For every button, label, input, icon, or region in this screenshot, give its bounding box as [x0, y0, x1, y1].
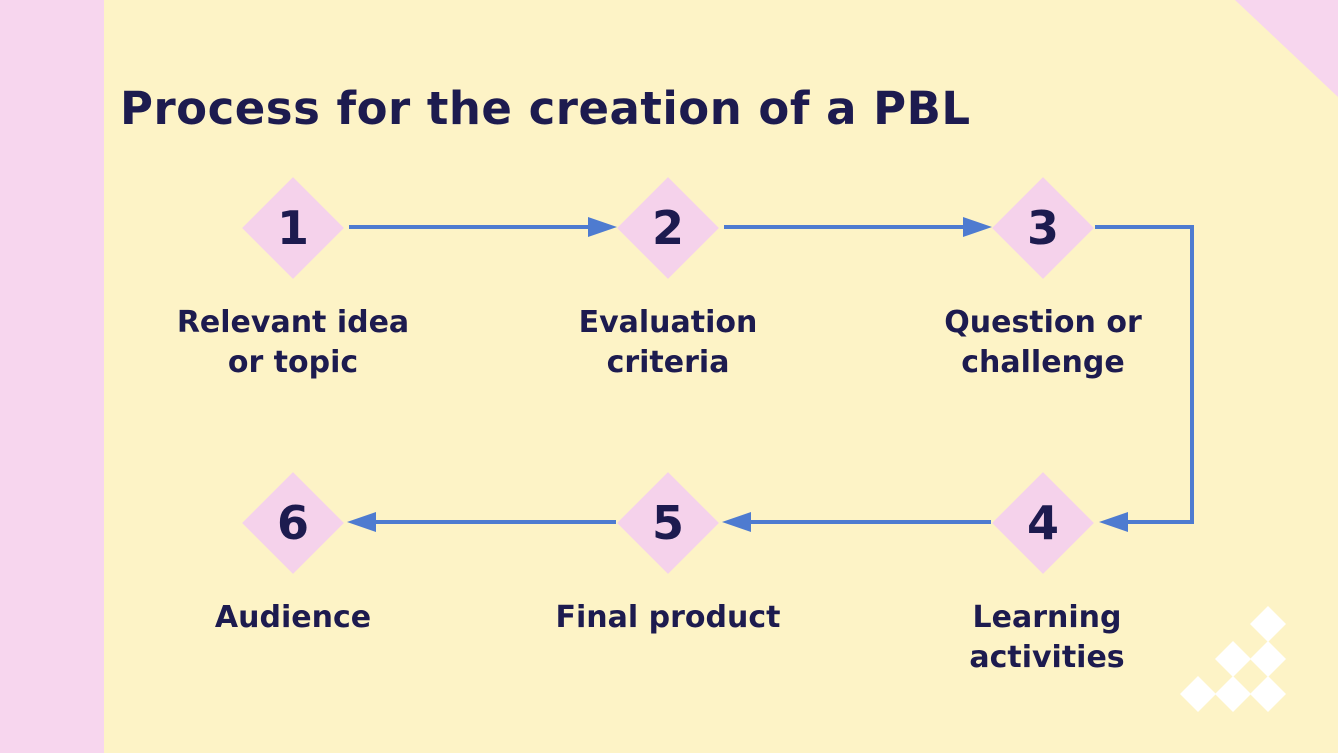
- step-1-label: Relevant idea or topic: [176, 305, 410, 380]
- step-4-number: 4: [1026, 496, 1059, 550]
- step-5-label: Final product: [555, 600, 781, 635]
- connector-step3-step4: [1095, 225, 1194, 532]
- step-6-label: Audience: [214, 600, 372, 635]
- arrow-step5-step6: [347, 512, 616, 532]
- step-2-label: Evaluation criteria: [578, 305, 758, 380]
- left-accent-stripe: [0, 0, 104, 753]
- step-5-number: 5: [651, 496, 684, 550]
- step-3-label: Question or challenge: [944, 305, 1142, 380]
- arrow-step1-step2: [349, 217, 617, 237]
- white-diamond-pattern: [1180, 606, 1286, 712]
- step-2-number: 2: [651, 201, 684, 255]
- step-1-number: 1: [276, 201, 309, 255]
- arrow-step2-step3: [724, 217, 992, 237]
- page-title: Process for the creation of a PBL: [120, 82, 971, 135]
- step-4-label: Learning activities: [969, 600, 1125, 675]
- step-6-number: 6: [276, 496, 309, 550]
- arrow-step4-step5: [722, 512, 991, 532]
- step-3-number: 3: [1026, 201, 1059, 255]
